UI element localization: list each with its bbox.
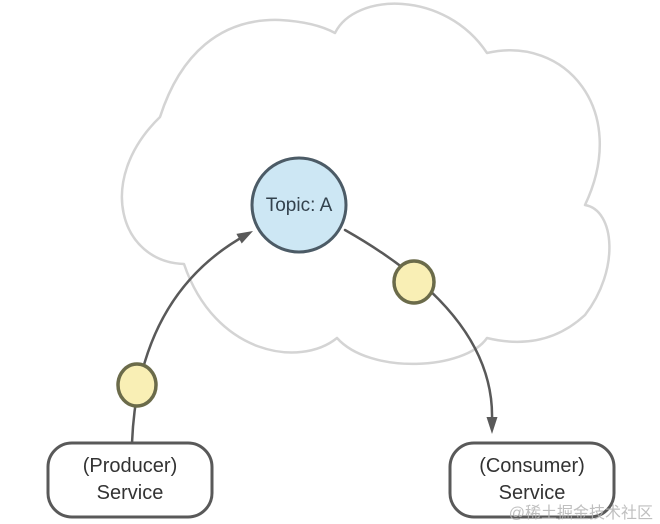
producer-box: [46, 441, 214, 519]
consumer-label-line2: Service: [499, 482, 566, 504]
message-dot-consumer: [392, 259, 436, 305]
producer-label-line1: (Producer): [83, 455, 177, 477]
topic-to-consumer-arrowhead: [486, 417, 498, 434]
cloud-shape: [120, 2, 611, 366]
consumer-box: [448, 441, 616, 519]
topic-node: [250, 156, 348, 254]
topic-to-consumer-arrow: [343, 228, 494, 422]
topic-label: Topic: A: [266, 195, 333, 216]
producer-to-topic-arrowhead: [236, 231, 253, 244]
watermark: @稀土掘金技术社区: [509, 504, 653, 522]
message-dot-producer: [116, 362, 158, 408]
producer-label-line2: Service: [97, 482, 164, 504]
consumer-label-line1: (Consumer): [479, 455, 585, 477]
